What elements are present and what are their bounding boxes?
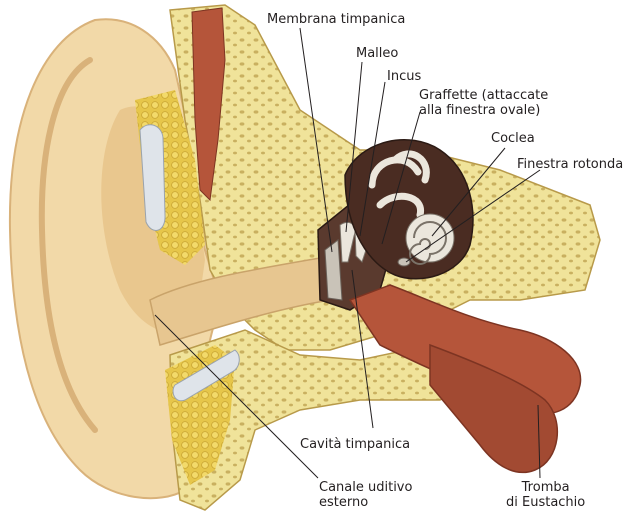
label-tromba-eustachio: Tromba di Eustachio [506,480,585,510]
label-canale-uditivo: Canale uditivo esterno [319,480,412,510]
label-cavita-timpanica: Cavità timpanica [300,437,410,452]
round-window [398,258,410,266]
label-membrana-timpanica: Membrana timpanica [267,12,405,27]
label-incus: Incus [387,69,421,84]
label-coclea: Coclea [491,131,535,146]
label-malleo: Malleo [356,46,398,61]
label-finestra-rotonda: Finestra rotonda [517,157,623,172]
label-graffette: Graffette (attaccate alla finestra ovale… [419,88,548,118]
